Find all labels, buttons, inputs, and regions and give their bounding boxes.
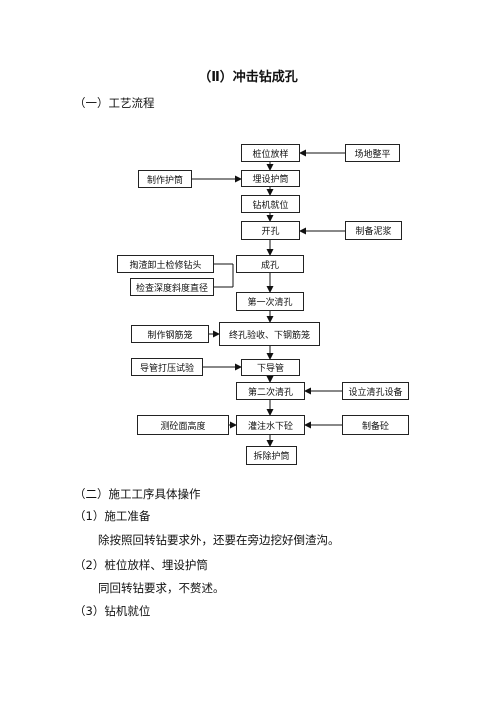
section-heading-process: （一）工艺流程 [74,96,155,110]
step-heading-2: （2）桩位放样、埋设护筒 [74,558,208,572]
flow-node-make-casing: 制作护筒 [138,170,192,188]
flow-node-check-depth: 检查深度斜度直径 [130,278,214,296]
flow-node-form-hole: 成孔 [236,255,304,273]
flow-node-make-cage: 制作钢筋笼 [131,325,209,343]
flow-node-measure-surface: 测砼面高度 [137,415,229,435]
step-heading-1: （1）施工准备 [74,509,151,523]
flow-node-slag-repair: 掏渣卸土检修钻头 [117,255,214,273]
flow-node-pipe-test: 导管打压试验 [131,358,203,376]
step-text-2: 同回转钻要求，不赘述。 [98,581,225,595]
section-heading-operations: （二）施工工序具体操作 [74,487,201,501]
flow-node-prep-mud: 制备泥浆 [345,221,402,240]
flow-node-open-hole: 开孔 [241,221,300,240]
flow-node-prep-concrete: 制备砼 [342,415,409,435]
page-title: （Ⅱ）冲击钻成孔 [198,70,298,85]
flow-node-lower-pipe: 下导管 [241,359,300,376]
step-heading-3: （3）钻机就位 [74,604,151,618]
flow-node-first-clean: 第一次清孔 [236,292,304,311]
flow-node-site-level: 场地整平 [345,144,400,162]
flow-node-bury-casing: 埋设护筒 [241,170,300,187]
flow-node-pile-layout: 桩位放样 [241,144,300,162]
flow-node-final-accept: 终孔验收、下钢筋笼 [219,322,320,346]
flow-node-second-clean: 第二次清孔 [236,382,305,400]
step-text-1: 除按照回转钻要求外，还要在旁边挖好倒渣沟。 [98,533,340,547]
flow-node-pour-concrete: 灌注水下砼 [236,415,305,435]
flow-node-rig-position: 钻机就位 [241,195,300,213]
flow-node-remove-casing: 拆除护筒 [246,446,297,465]
flow-node-setup-clean: 设立清孔设备 [342,382,409,400]
